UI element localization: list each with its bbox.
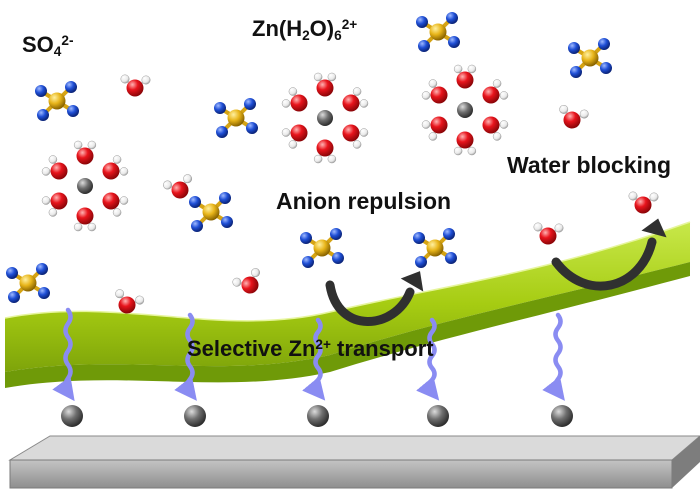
hydrated-zinc-ion-icon (41, 140, 129, 232)
wavy-arrow-icon (302, 317, 326, 401)
zinc-ion-icon (184, 405, 206, 427)
sulfate-label: SO42- (22, 32, 74, 60)
water-molecule-icon (533, 222, 564, 245)
curved-arrow-icon (551, 237, 657, 291)
water-blocking-label: Water blocking (507, 152, 671, 178)
water-molecule-icon (628, 191, 659, 214)
wavy-arrow-icon (174, 312, 197, 401)
sulfate-ion-icon (35, 81, 79, 121)
curved-arrow-icon (325, 280, 415, 326)
wavy-arrow-icon (416, 317, 440, 401)
electrode (8, 435, 700, 489)
water-molecule-icon (115, 289, 145, 314)
wavy-arrow-icon (52, 307, 75, 402)
zinc-ion-icon (61, 405, 83, 427)
hydrated-zinc-ion-icon (281, 72, 369, 164)
sulfate-ion-icon (568, 38, 612, 78)
zinc-ion-icon (427, 405, 449, 427)
anion-repulsion-label: Anion repulsion (276, 188, 452, 214)
sulfate-ion-icon (214, 98, 258, 138)
curved-arrow-head-icon (641, 218, 667, 238)
water-molecule-icon (559, 104, 589, 129)
zinc-ion-icon (307, 405, 329, 427)
sulfate-ion-icon (413, 228, 457, 268)
hydrated-zinc-ion-icon (421, 64, 509, 156)
sulfate-ion-icon (416, 12, 460, 52)
transport-label: Selective Zn2+ transport (187, 336, 434, 361)
curved-arrow-head-icon (400, 271, 424, 292)
hydrated-zinc-label: Zn(H2O)62+ (252, 16, 358, 44)
wavy-arrow-icon (542, 312, 565, 401)
sulfate-ion-icon (300, 228, 344, 268)
water-molecule-icon (120, 74, 151, 97)
water-molecule-icon (232, 268, 260, 294)
selective-membrane (4, 221, 691, 388)
sulfate-ion-icon (6, 263, 50, 303)
water-molecule-icon (163, 174, 193, 199)
sulfate-ion-icon (189, 192, 233, 232)
zinc-ion-icon (551, 405, 573, 427)
